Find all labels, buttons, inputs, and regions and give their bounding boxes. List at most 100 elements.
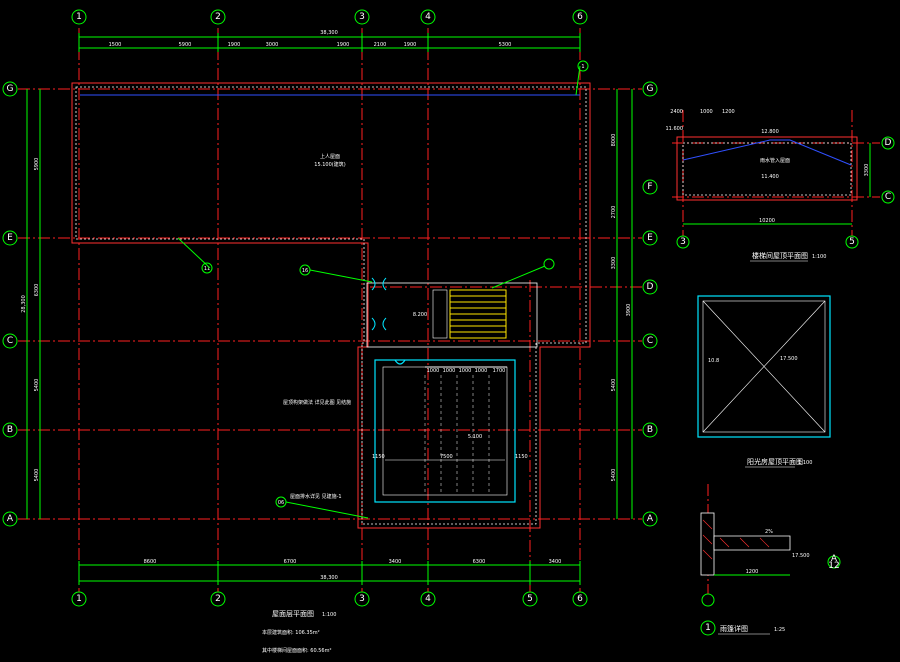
dim-top-seg-7: 1900 xyxy=(404,42,417,48)
svg-text:5: 5 xyxy=(849,237,855,247)
canopy-detail: 2% 17.500 1200 A 12 1 雨篷详图 1:25 xyxy=(700,484,841,636)
top-grid-bubbles: 1 2 3 4 6 xyxy=(71,9,588,25)
sr-label-inner: 雨水管入屋面 xyxy=(760,157,790,164)
callout-ref xyxy=(577,60,589,72)
pool-col-dim-4: 1000 xyxy=(475,368,488,374)
dim-right-seg-1: 8000 xyxy=(611,134,617,147)
svg-text:1: 1 xyxy=(581,64,584,70)
stair-roof-elev: 8.200 xyxy=(413,312,427,318)
sr-dim-left-2: 1000 xyxy=(700,109,713,115)
bubble-right-G-label: G xyxy=(647,84,654,94)
dim-right-seg-6: 5400 xyxy=(611,469,617,482)
dimension-lines: 38,300 1500 5900 1900 3000 1900 2100 190… xyxy=(21,30,633,585)
svg-text:C: C xyxy=(885,192,891,202)
bubble-top-3 xyxy=(354,9,370,25)
plan-labels: 上人屋面 15.100(建筑) 屋顶构架做法 详见此图 见结施 屋面排水详见 见… xyxy=(177,60,589,519)
pool-dim-mid: 7500 xyxy=(440,454,453,460)
dim-top-seg-4: 3000 xyxy=(266,42,279,48)
detail-number-bubble xyxy=(700,620,716,636)
sr-bubble-C xyxy=(881,190,895,204)
sr-elev-top: 12.800 xyxy=(761,129,779,135)
dim-left-total: 28,300 xyxy=(21,295,27,313)
main-roof-label: 上人屋面 xyxy=(320,153,340,160)
pool-area: 1000 1000 1000 1000 1700 5.100 1150 7500… xyxy=(372,359,528,503)
dim-top-seg-1: 1500 xyxy=(109,42,122,48)
dim-bottom-seg-2: 6700 xyxy=(284,559,297,565)
skylight-roof-plan: 17.500 10.8 阳光房屋顶平面图 1:100 xyxy=(697,295,831,468)
sr-title: 楼梯间屋顶平面图 xyxy=(752,251,808,260)
dim-top-seg-3: 1900 xyxy=(228,42,241,48)
bubble-right-D-label: D xyxy=(647,282,654,292)
bubble-right-F xyxy=(642,179,658,195)
svg-text:06: 06 xyxy=(278,500,284,506)
detail-title: 雨篷详图 xyxy=(720,624,748,633)
bubble-bottom-5-label: 5 xyxy=(527,594,533,604)
bubble-bottom-3-label: 3 xyxy=(359,594,365,604)
plan-title: 屋面层平面图 xyxy=(272,610,314,618)
bubble-top-4-label: 4 xyxy=(425,12,431,22)
dim-top-seg-2: 5900 xyxy=(179,42,192,48)
bubble-right-A-label: A xyxy=(647,514,654,524)
dim-bottom-seg-5: 3400 xyxy=(549,559,562,565)
dim-bottom-seg-4: 6300 xyxy=(473,559,486,565)
bubble-bottom-1 xyxy=(71,591,87,607)
main-plan-title: 屋面层平面图 1:100 本层建筑面积: 106.35m² 其中楼梯间屋面面积:… xyxy=(262,610,336,654)
detail-axis-bubble xyxy=(701,593,715,607)
bubble-bottom-1-label: 1 xyxy=(76,594,82,604)
svg-text:A: A xyxy=(831,554,838,564)
pool-dim-left: 1150 xyxy=(372,454,385,460)
dim-right-seg-5: 5400 xyxy=(611,379,617,392)
bubble-top-1 xyxy=(71,9,87,25)
bubble-right-B xyxy=(642,422,658,438)
sky-title: 阳光房屋顶平面图 xyxy=(747,457,803,466)
bubble-right-C-label: C xyxy=(647,336,653,346)
sr-bubble-3 xyxy=(676,235,690,249)
bubble-right-A xyxy=(642,511,658,527)
bubble-top-2-label: 2 xyxy=(215,12,221,22)
pool-col-dim-3: 1000 xyxy=(459,368,472,374)
sky-elev: 17.500 xyxy=(780,356,798,362)
dim-bottom-seg-1: 8600 xyxy=(144,559,157,565)
bubble-left-G-label: G xyxy=(7,84,14,94)
svg-text:3: 3 xyxy=(680,237,686,247)
right-grid-bubbles: G F E D C B A xyxy=(642,81,658,527)
plan-scale: 1:100 xyxy=(322,612,336,618)
svg-text:16: 16 xyxy=(302,268,308,274)
dim-top-seg-8: 5300 xyxy=(499,42,512,48)
pool-col-dim-2: 1000 xyxy=(443,368,456,374)
bubble-top-4 xyxy=(420,9,436,25)
pool-dim-right: 1150 xyxy=(515,454,528,460)
detail-elev: 17.500 xyxy=(792,553,810,559)
callout-11 xyxy=(201,262,213,274)
bubble-left-B xyxy=(2,422,18,438)
sr-dim-left-1: 2400 xyxy=(670,109,683,115)
axis-grid xyxy=(18,28,642,592)
dim-left-seg-3: 5400 xyxy=(34,379,40,392)
dim-bottom-seg-3: 3400 xyxy=(389,559,402,565)
dim-bottom-total: 38,300 xyxy=(320,575,338,581)
plan-area-1: 本层建筑面积: 106.35m² xyxy=(262,629,320,636)
bubble-bottom-6-label: 6 xyxy=(577,594,583,604)
bubble-left-B-label: B xyxy=(7,425,13,435)
detail-callout xyxy=(827,555,841,569)
svg-text:12: 12 xyxy=(828,561,839,571)
detail-dim: 1200 xyxy=(746,569,759,575)
left-grid-bubbles: G E C B A xyxy=(2,81,18,527)
bubble-bottom-6 xyxy=(572,591,588,607)
bubble-right-E-label: E xyxy=(647,233,653,243)
sky-side: 10.8 xyxy=(708,358,719,364)
svg-text:D: D xyxy=(885,138,892,148)
dim-left-seg-4: 5400 xyxy=(34,469,40,482)
sr-elev-inner: 11.400 xyxy=(761,174,779,180)
bubble-bottom-4 xyxy=(420,591,436,607)
bubble-left-A-label: A xyxy=(7,514,14,524)
sky-scale: 1:100 xyxy=(798,460,812,466)
detail-number: 1 xyxy=(705,623,711,633)
sr-bubble-D xyxy=(881,136,895,150)
sr-width: 10200 xyxy=(759,218,775,224)
stair-core: 8.200 xyxy=(366,277,538,348)
bubble-left-C xyxy=(2,333,18,349)
dim-left-seg-2: 6300 xyxy=(34,284,40,297)
plan-note-2: 屋顶构架做法 详见此图 见结施 xyxy=(283,399,351,406)
